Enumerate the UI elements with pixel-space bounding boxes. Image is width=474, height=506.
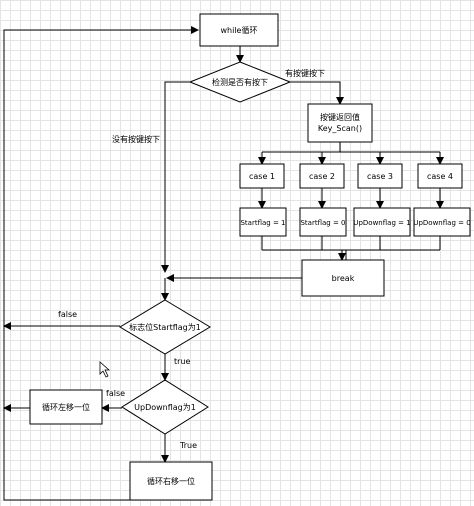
connectors (3, 26, 444, 501)
check-key-label: 检测是否有按下 (212, 77, 268, 87)
key-scan-label-line1: 按键返回值 (320, 112, 360, 122)
updown1-node: UpDownflag = 1 (353, 207, 411, 237)
mouse-cursor-icon (99, 361, 111, 378)
startflag0-label: Startflag = 0 (300, 219, 345, 227)
updown-check-label: UpDownflag为1 (134, 402, 196, 412)
case1-node: case 1 (239, 163, 285, 189)
updown1-label: UpDownflag = 1 (353, 219, 410, 227)
startflag1-node: Startflag = 1 (239, 207, 287, 237)
no-key-edge-label: 没有按键按下 (112, 134, 160, 144)
case1-label: case 1 (249, 172, 275, 181)
updown0-label: UpDownflag = 0 (413, 219, 470, 227)
startflag-check-decision: 标志位Startflag为1 (119, 299, 211, 355)
break-label: break (332, 274, 355, 283)
break-node: break (301, 259, 385, 297)
updown0-node: UpDownflag = 0 (413, 207, 471, 237)
case4-label: case 4 (427, 172, 453, 181)
key-scan-label-line2: Key_Scan() (318, 124, 362, 133)
false-edge-label-1: false (58, 310, 77, 319)
shift-left-node: 循环左移一位 (29, 389, 103, 425)
updown-check-decision: UpDownflag为1 (121, 379, 209, 435)
shift-right-label: 循环右移一位 (147, 476, 195, 486)
case3-label: case 3 (367, 172, 393, 181)
check-key-decision: 检测是否有按下 (188, 61, 292, 103)
case3-node: case 3 (357, 163, 403, 189)
true-edge-label-2: True (179, 441, 197, 450)
shift-right-node: 循环右移一位 (129, 461, 213, 501)
startflag0-node: Startflag = 0 (299, 207, 347, 237)
case4-node: case 4 (417, 163, 463, 189)
case2-node: case 2 (299, 163, 345, 189)
false-edge-label-2: false (106, 389, 125, 398)
case2-label: case 2 (309, 172, 335, 181)
key-pressed-edge-label: 有按键按下 (285, 68, 325, 78)
true-edge-label-1: true (174, 357, 190, 366)
startflag1-label: Startflag = 1 (240, 219, 285, 227)
while-loop-label: while循环 (221, 25, 258, 35)
key-scan-node: 按键返回值 Key_Scan() (307, 103, 373, 143)
startflag-check-label: 标志位Startflag为1 (129, 322, 201, 332)
shift-left-label: 循环左移一位 (42, 402, 90, 412)
while-loop-node: while循环 (199, 13, 279, 47)
